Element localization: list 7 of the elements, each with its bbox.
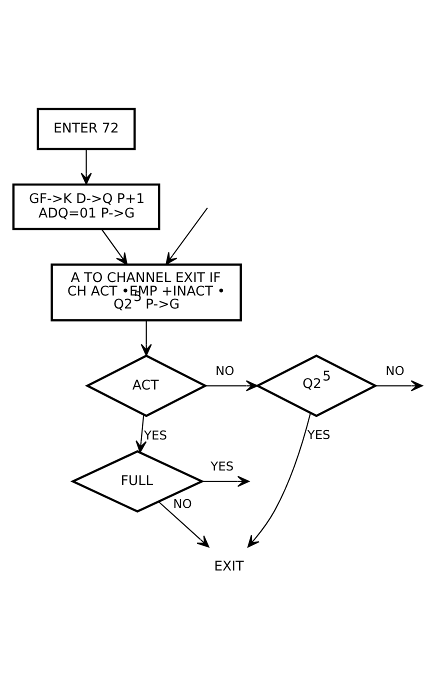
edge-label: NO [214, 363, 234, 378]
edge-label: YES [144, 428, 166, 442]
edge-label: YES [210, 459, 234, 473]
edge-label: YES [306, 427, 330, 442]
node-text: EXIT [214, 558, 244, 574]
edge-label: NO [172, 496, 192, 510]
edge-label: NO [385, 363, 404, 378]
